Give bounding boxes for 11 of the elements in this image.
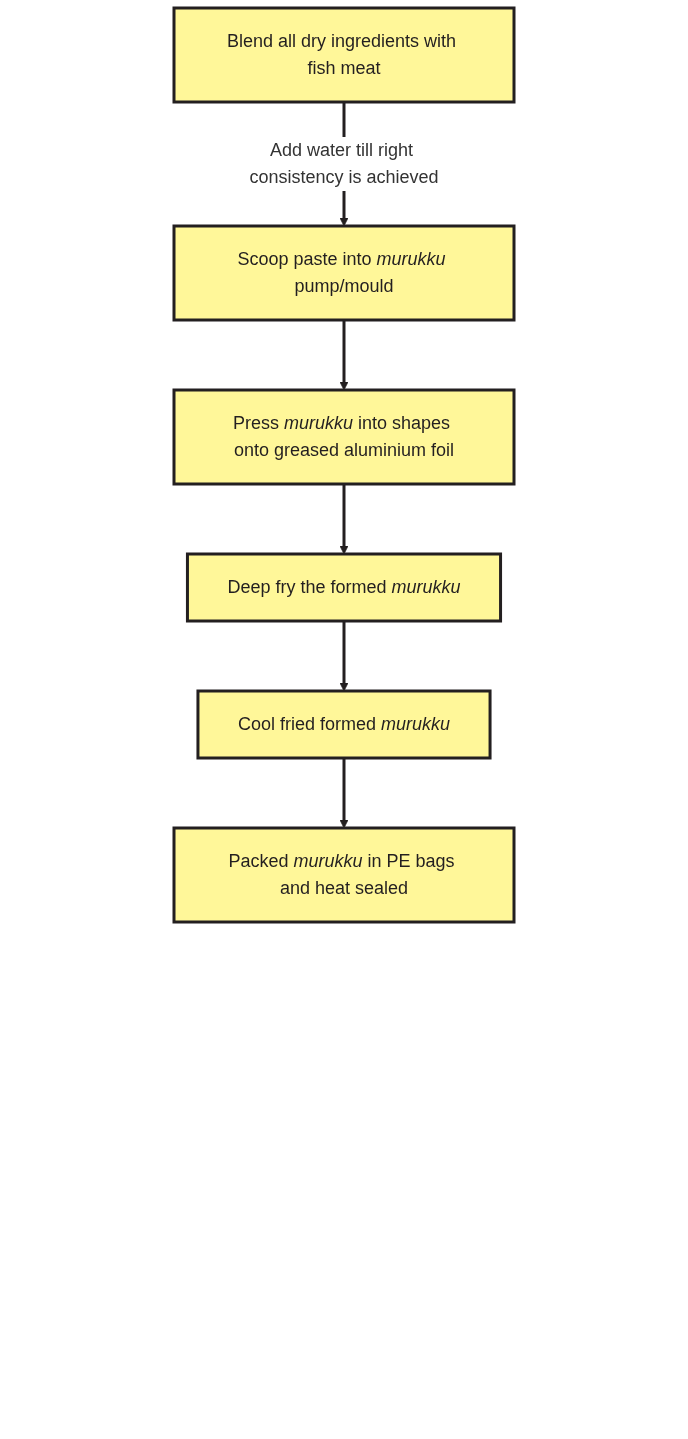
edge-label: Add water till right consistency is achieved — [249, 140, 439, 187]
arrow — [339, 621, 349, 692]
node-box: Press murukku into shapes onto greased aluminium foil — [172, 388, 516, 486]
arrow — [339, 484, 349, 555]
arrow — [339, 758, 349, 829]
node-box: Deep fry the formed murukku — [185, 552, 503, 623]
node-box: Blend all dry ingredients with fish meat — [172, 6, 516, 104]
node-box: Cool fried formed murukku — [196, 689, 492, 760]
node-box: Scoop paste into murukku pump/mould — [172, 224, 516, 322]
node-box: Packed murukku in PE bags and heat sealed — [172, 826, 516, 924]
arrow — [339, 320, 349, 391]
